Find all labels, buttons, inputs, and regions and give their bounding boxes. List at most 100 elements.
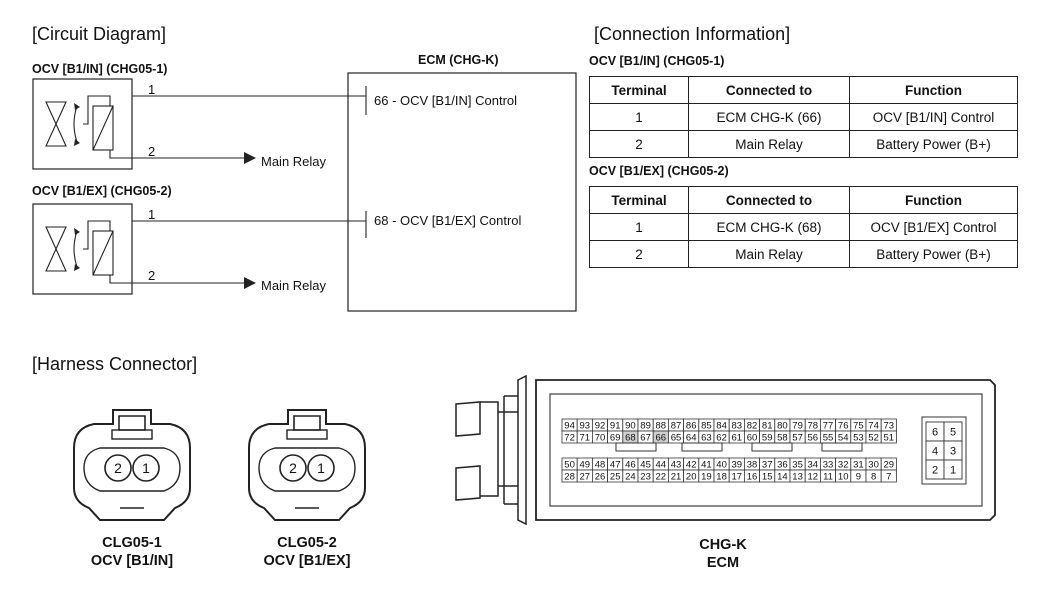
ecm-pin-number: 38 (747, 460, 758, 471)
ecm-pin-number: 41 (701, 460, 712, 471)
cell-connected-to: ECM CHG-K (66) (688, 103, 850, 131)
ecm-connector-body (535, 379, 996, 521)
ecm-pin-number: 47 (610, 460, 621, 471)
circuit-diagram-title: [Circuit Diagram] (32, 24, 167, 44)
ocv2-pin1-label: 1 (148, 207, 156, 222)
ecm-connector-latch (455, 374, 527, 526)
cell-terminal: 1 (589, 103, 689, 131)
ecm-pin-number: 42 (686, 460, 697, 471)
circuit-schematic (32, 72, 577, 312)
ecm-key-tab (751, 442, 793, 452)
ecm-pin-number: 39 (732, 460, 743, 471)
col-function: Function (849, 186, 1018, 214)
clg05-1-caption-name: OCV [B1/IN] (90, 553, 174, 569)
ecm-pin-number: 16 (747, 472, 758, 483)
ecm-pin-number: 76 (838, 421, 849, 432)
col-function: Function (849, 76, 1018, 104)
ecm-pin-number: 78 (808, 421, 819, 432)
ecm-power-pin-block (921, 416, 967, 485)
ecm-pin-number: 59 (762, 433, 773, 444)
ecm-caption-name: ECM (706, 555, 740, 571)
ecm-pin-number: 56 (808, 433, 819, 444)
clg05-1-pin-1: 1 (142, 460, 150, 476)
ecm-pin-number: 26 (595, 472, 606, 483)
ecm-pin-number: 7 (886, 472, 891, 483)
col-terminal: Terminal (589, 186, 689, 214)
ecm-pin-number: 86 (686, 421, 697, 432)
ecm-pin-cell (880, 469, 897, 483)
clg05-2-pin-1: 1 (317, 460, 325, 476)
ecm-key-tab (615, 442, 657, 452)
ecm-power-pin-cell (943, 459, 963, 480)
cell-function: Battery Power (B+) (849, 240, 1018, 268)
ecm-pin-number: 19 (701, 472, 712, 483)
ecm-pin-number: 74 (868, 421, 879, 432)
ecm-pin-number: 90 (625, 421, 636, 432)
col-connected-to: Connected to (688, 186, 850, 214)
ecm-pin-number: 53 (853, 433, 864, 444)
ecm-power-pin-number: 6 (932, 427, 938, 439)
ecm-pin-number: 29 (884, 460, 895, 471)
ecm-pin-number: 70 (595, 433, 606, 444)
ecm-pin-number: 23 (640, 472, 651, 483)
ecm-pin-number: 84 (716, 421, 727, 432)
ecm-pin-number: 44 (656, 460, 667, 471)
ocv1-relay-arrow (244, 152, 256, 164)
ecm-power-pin-number: 1 (950, 465, 956, 477)
ecm-pin-number: 33 (823, 460, 834, 471)
conn-table1-title: OCV [B1/IN] (CHG05-1) (589, 54, 725, 68)
ecm-pin-number: 37 (762, 460, 773, 471)
ecm-pin-number: 62 (716, 433, 727, 444)
ocv2-relay-arrow (244, 277, 256, 289)
cell-connected-to: Main Relay (688, 240, 850, 268)
ecm-pin-number: 81 (762, 421, 773, 432)
ecm-pin-number: 22 (656, 472, 667, 483)
ecm-connector-inner (549, 393, 983, 507)
ecm-pin-number: 45 (640, 460, 651, 471)
ecm-caption-code: CHG-K (699, 537, 747, 553)
ecm-pin-number: 52 (868, 433, 879, 444)
ecm-pin-number: 57 (792, 433, 803, 444)
ecm-pin-number: 68 (625, 433, 636, 444)
ecm-pin-number: 60 (747, 433, 758, 444)
ecm-pin-number: 14 (777, 472, 788, 483)
ecm-pin-number: 10 (838, 472, 849, 483)
table-row: 1 ECM CHG-K (68) OCV [B1/EX] Control (589, 213, 1018, 241)
ecm-pin-number: 8 (871, 472, 876, 483)
ecm-pin-number: 28 (564, 472, 575, 483)
clg05-2-caption: CLG05-2 OCV [B1/EX] (237, 534, 377, 570)
ecm-pin-number: 40 (716, 460, 727, 471)
ocv1-title: OCV [B1/IN] (CHG05-1) (32, 62, 168, 76)
two-pin-connectors (73, 409, 366, 521)
ecm-pin-number: 79 (792, 421, 803, 432)
ecm-pin-number: 25 (610, 472, 621, 483)
table-row: 2 Main Relay Battery Power (B+) (589, 240, 1018, 268)
ecm-pin-number: 35 (792, 460, 803, 471)
ecm-pin-number: 64 (686, 433, 697, 444)
ecm-pin-number: 77 (823, 421, 834, 432)
cell-terminal: 1 (589, 213, 689, 241)
ecm-pin-number: 88 (656, 421, 667, 432)
ecm-pin-number: 82 (747, 421, 758, 432)
clg05-1-caption: CLG05-1 OCV [B1/IN] (62, 534, 202, 570)
ecm-pin-number: 65 (671, 433, 682, 444)
table-row: 1 ECM CHG-K (66) OCV [B1/IN] Control (589, 103, 1018, 131)
ecm-power-pin-number: 2 (932, 465, 938, 477)
ecm-pin-number: 30 (868, 460, 879, 471)
ecm-pin68-label: 68 - OCV [B1/EX] Control (374, 213, 522, 228)
cell-connected-to: ECM CHG-K (68) (688, 213, 850, 241)
ecm-pin-number: 85 (701, 421, 712, 432)
ecm-pin-number: 17 (732, 472, 743, 483)
ocv1-pin2-label: 2 (148, 144, 156, 159)
cell-terminal: 2 (589, 130, 689, 158)
ocv2-valve-symbol (32, 203, 133, 295)
ecm-pin-number: 31 (853, 460, 864, 471)
ecm-pin-number: 72 (564, 433, 575, 444)
ecm-pin-number: 69 (610, 433, 621, 444)
ecm-pin-number: 9 (856, 472, 861, 483)
ecm-pin-number: 80 (777, 421, 788, 432)
ecm-key-tab (681, 442, 723, 452)
connection-info-title: [Connection Information] (594, 24, 791, 44)
ecm-box (347, 72, 577, 312)
